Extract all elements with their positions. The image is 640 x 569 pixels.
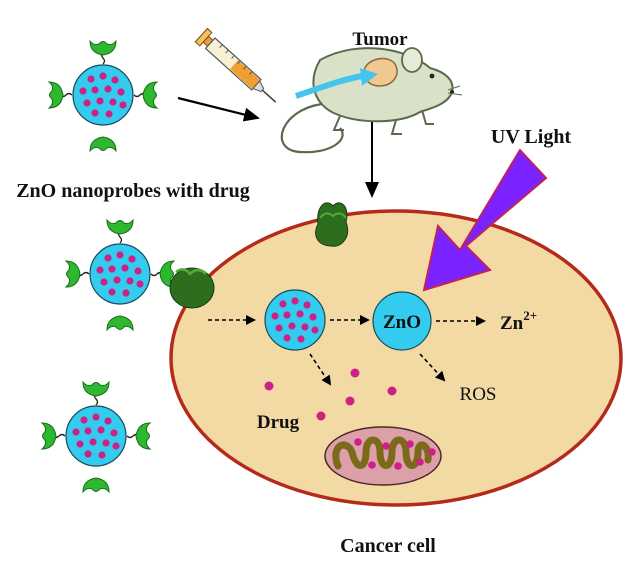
mitochondrion	[324, 426, 442, 486]
bloodstream-arrow	[295, 73, 363, 99]
cell-receptor-bound	[169, 267, 215, 309]
cell-receptor-top	[315, 202, 348, 247]
cancer-cell	[169, 209, 623, 507]
arrow-probe-to-mouse	[177, 96, 260, 122]
drug-label: Drug	[257, 412, 300, 433]
tumor-label: Tumor	[352, 29, 408, 50]
ros-label: ROS	[460, 384, 497, 405]
zn-ion-label: Zn2+	[500, 308, 537, 334]
arrow-drug-release	[309, 353, 332, 386]
arrow-to-ros	[419, 353, 446, 382]
nanoprobe-bottom	[42, 382, 150, 492]
nanoprobe-top	[49, 41, 157, 151]
zno-label: ZnO	[383, 312, 421, 333]
cancer-cell-label: Cancer cell	[340, 535, 436, 557]
released-drug-dots	[264, 368, 397, 421]
zno-particle	[372, 291, 432, 351]
syringe-icon	[194, 27, 277, 103]
uv-light-label: UV Light	[491, 126, 572, 148]
nanoprobe-binding	[66, 220, 174, 330]
mouse-illustration	[280, 47, 463, 154]
internalized-particle	[264, 289, 326, 351]
uv-light-arrow	[422, 148, 548, 292]
nanoprobes-label: ZnO nanoprobes with drug	[16, 180, 250, 202]
